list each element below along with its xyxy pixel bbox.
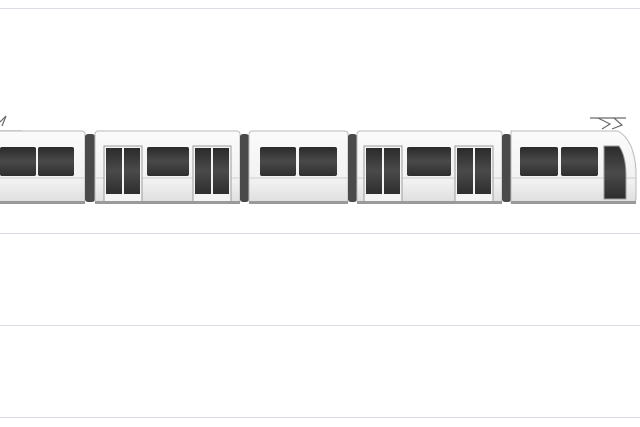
tram-car-2 (94, 130, 241, 204)
tram-illustration (0, 115, 637, 204)
tram-car-1 (0, 130, 86, 204)
articulation-joint (240, 134, 249, 202)
tram-car-3 (248, 130, 349, 204)
divider-2 (0, 325, 640, 326)
bottom-divider (0, 417, 640, 418)
tram-car-5-cab (510, 130, 637, 204)
top-divider (0, 8, 640, 9)
articulation-joint (348, 134, 357, 202)
pantograph-left (0, 115, 22, 132)
pantograph-right (590, 117, 626, 130)
articulation-joint (502, 134, 511, 202)
divider-1 (0, 233, 640, 234)
articulation-joint (85, 134, 95, 202)
tram-car-4 (356, 130, 503, 204)
